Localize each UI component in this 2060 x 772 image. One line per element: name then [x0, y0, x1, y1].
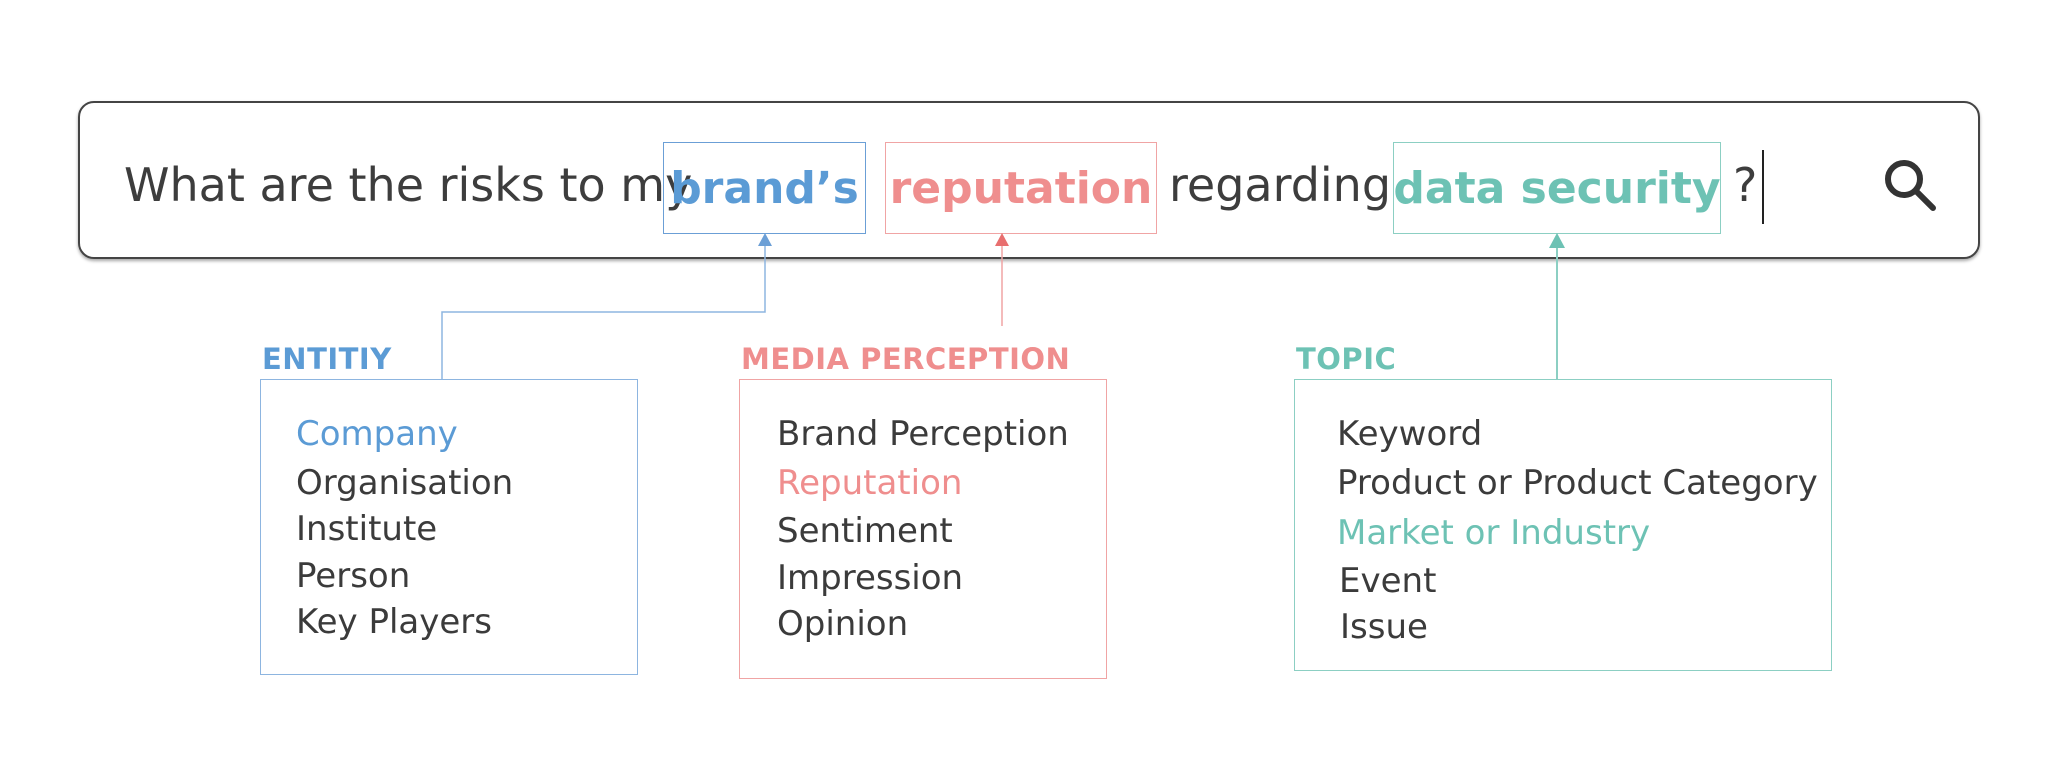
topic-label: TOPIC: [1296, 342, 1397, 376]
entity-item-company[interactable]: Company: [296, 414, 458, 454]
topic-item-keyword[interactable]: Keyword: [1337, 414, 1483, 454]
perception-item-brand-perception[interactable]: Brand Perception: [777, 414, 1069, 454]
perception-item-opinion[interactable]: Opinion: [777, 604, 909, 644]
query-suffix: ?: [1733, 158, 1758, 212]
topic-box: [1294, 379, 1832, 671]
query-prefix: What are the risks to my: [124, 158, 693, 212]
topic-item-market[interactable]: Market or Industry: [1337, 513, 1651, 553]
perception-item-reputation[interactable]: Reputation: [777, 463, 963, 503]
topic-item-event[interactable]: Event: [1339, 561, 1437, 601]
entity-item-key-players[interactable]: Key Players: [296, 602, 492, 642]
entity-item-organisation[interactable]: Organisation: [296, 463, 514, 503]
search-bar[interactable]: [78, 101, 1980, 259]
perception-label: MEDIA PERCEPTION: [741, 342, 1071, 376]
token-topic[interactable]: data security: [1393, 142, 1721, 234]
topic-item-product[interactable]: Product or Product Category: [1337, 463, 1818, 503]
query-connector: regarding: [1169, 158, 1392, 212]
search-icon[interactable]: [1880, 155, 1940, 215]
entity-item-institute[interactable]: Institute: [296, 509, 438, 549]
text-cursor: [1762, 150, 1764, 224]
perception-box: [739, 379, 1107, 679]
token-perception[interactable]: reputation: [885, 142, 1157, 234]
entity-label: ENTITIY: [262, 342, 392, 376]
perception-item-sentiment[interactable]: Sentiment: [777, 511, 953, 551]
perception-item-impression[interactable]: Impression: [777, 558, 964, 598]
entity-item-person[interactable]: Person: [296, 556, 411, 596]
token-entity[interactable]: brand’s: [663, 142, 866, 234]
entity-box: [260, 379, 638, 675]
topic-item-issue[interactable]: Issue: [1340, 607, 1428, 647]
